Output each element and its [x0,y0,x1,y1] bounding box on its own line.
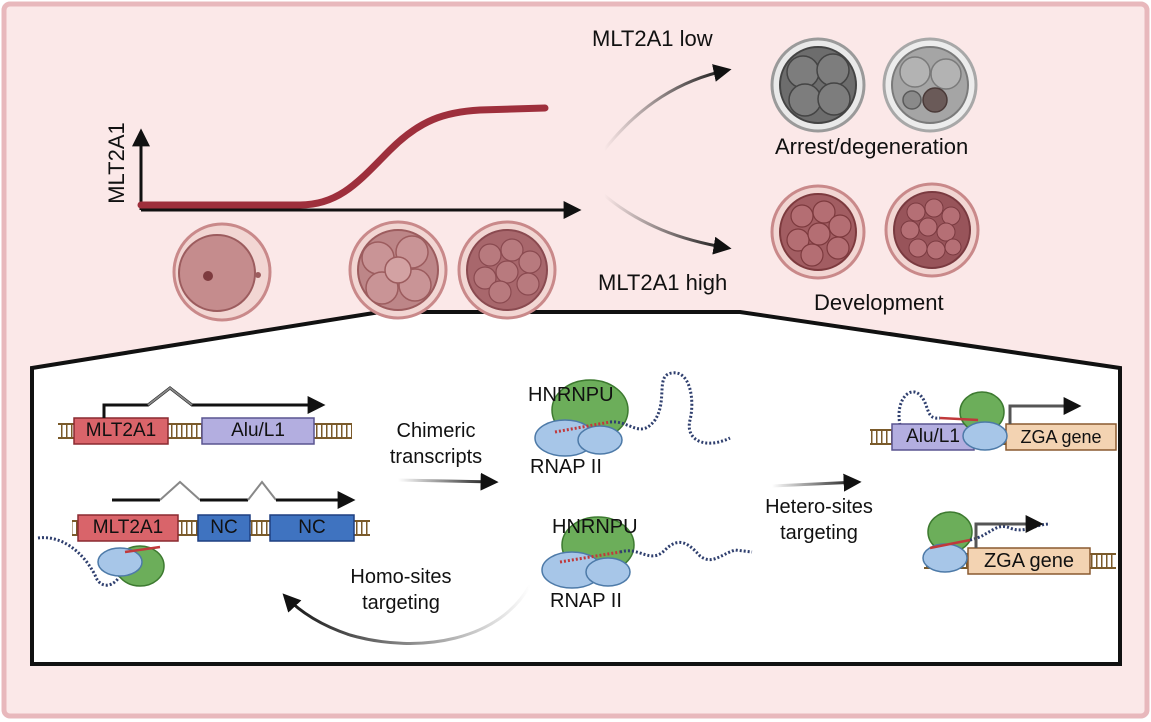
arrow-homo [282,584,532,645]
mlt2a1-box-1 [73,417,169,445]
nc-label-2: NC [298,517,326,538]
embryo-zygote [172,222,272,322]
alu-label-2: Alu/L1 [906,426,960,447]
high-label: MLT2A1 high [598,270,728,295]
zga-label-1: ZGA gene [1020,426,1102,447]
development-label: Development [814,290,944,315]
nc-box-2 [269,514,355,542]
embryo-arrest-2 [882,37,978,133]
mlt2a1-curve [137,104,549,209]
dna-row-1 [58,386,352,445]
hnrnpu-label-1: HNRNPU [528,384,614,406]
rnap-label-1: RNAP II [530,456,602,478]
mlt2a1-label-1: MLT2A1 [85,420,157,441]
arrow-high [603,193,732,255]
embryo-dev-2 [884,182,980,278]
zga-label-2: ZGA gene [983,549,1075,572]
nc-box-1 [197,514,251,542]
hetero-label-2: targeting [780,522,858,544]
low-label: MLT2A1 low [592,26,713,51]
homo-label-1: Homo-sites [350,566,452,588]
chimeric-label-1: Chimeric [396,420,476,442]
embryo-morula [457,220,557,320]
chimeric-label-2: transcripts [389,446,483,468]
arrow-hetero [771,473,862,492]
mlt2a1-label-2: MLT2A1 [92,517,164,538]
embryo-dev-1 [770,184,866,280]
embryo-cleavage [348,220,448,320]
homo-label-2: targeting [362,592,440,614]
arrow-low [602,64,732,151]
nc-label-1: NC [210,517,238,538]
dna-right-2 [922,511,1116,575]
mlt2a1-box-2 [77,514,179,542]
arrest-label: Arrest/degeneration [775,134,969,159]
hnrnpu-label-2: HNRNPU [552,516,638,538]
rnap-label-2: RNAP II [550,590,622,612]
complex-2 [541,516,753,589]
arrow-chimeric [397,472,499,491]
zga-box-2 [967,547,1091,575]
y-axis-label: MLT2A1 [104,122,129,204]
alu-box-1 [201,417,315,445]
dna-row-2 [37,480,370,587]
complex-1 [534,371,731,457]
embryo-arrest-1 [770,37,866,133]
hetero-label-1: Hetero-sites [765,496,873,518]
dna-right-1 [870,390,1117,451]
alu-label-1: Alu/L1 [231,420,285,441]
